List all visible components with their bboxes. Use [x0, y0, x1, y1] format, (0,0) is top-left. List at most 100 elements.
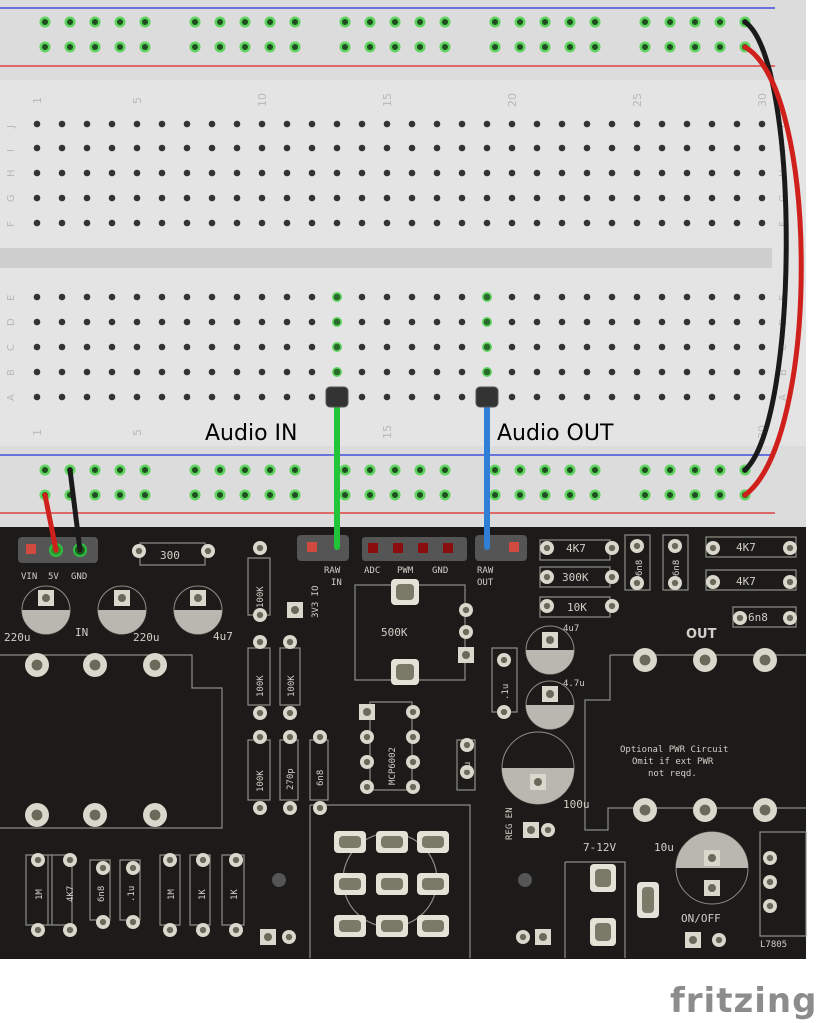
- breadboard-hole[interactable]: [433, 343, 441, 351]
- breadboard-hole[interactable]: [458, 144, 466, 152]
- breadboard-hole[interactable]: [708, 219, 716, 227]
- ground-wire[interactable]: [67, 467, 83, 553]
- ground-rail-wire[interactable]: [742, 19, 789, 473]
- breadboard-hole[interactable]: [308, 169, 316, 177]
- breadboard-hole[interactable]: [583, 169, 591, 177]
- breadboard-hole[interactable]: [733, 194, 741, 202]
- breadboard-hole[interactable]: [133, 219, 141, 227]
- breadboard-hole[interactable]: [58, 219, 66, 227]
- breadboard-hole[interactable]: [233, 194, 241, 202]
- breadboard-hole[interactable]: [358, 219, 366, 227]
- breadboard-hole[interactable]: [508, 393, 516, 401]
- breadboard-hole[interactable]: [458, 169, 466, 177]
- breadboard-hole[interactable]: [158, 293, 166, 301]
- 5v-power-wire[interactable]: [42, 492, 59, 553]
- breadboard-hole[interactable]: [233, 343, 241, 351]
- breadboard-hole[interactable]: [708, 144, 716, 152]
- breadboard-hole[interactable]: [83, 219, 91, 227]
- breadboard-hole[interactable]: [158, 120, 166, 128]
- breadboard-hole[interactable]: [383, 194, 391, 202]
- breadboard-hole[interactable]: [583, 219, 591, 227]
- breadboard-hole[interactable]: [583, 293, 591, 301]
- breadboard-hole[interactable]: [233, 393, 241, 401]
- breadboard-hole[interactable]: [633, 219, 641, 227]
- breadboard-hole[interactable]: [708, 393, 716, 401]
- breadboard-hole[interactable]: [83, 293, 91, 301]
- breadboard-hole[interactable]: [83, 169, 91, 177]
- breadboard-hole[interactable]: [733, 219, 741, 227]
- breadboard-hole[interactable]: [333, 194, 341, 202]
- breadboard-hole[interactable]: [258, 169, 266, 177]
- breadboard-hole[interactable]: [758, 368, 766, 376]
- breadboard-hole[interactable]: [33, 368, 41, 376]
- breadboard-hole[interactable]: [58, 368, 66, 376]
- breadboard-hole[interactable]: [108, 120, 116, 128]
- breadboard-hole[interactable]: [658, 318, 666, 326]
- breadboard-hole[interactable]: [483, 219, 491, 227]
- breadboard-hole[interactable]: [633, 169, 641, 177]
- breadboard-hole[interactable]: [133, 293, 141, 301]
- breadboard-hole[interactable]: [508, 219, 516, 227]
- breadboard-hole[interactable]: [508, 293, 516, 301]
- breadboard-hole[interactable]: [358, 169, 366, 177]
- breadboard-hole[interactable]: [408, 293, 416, 301]
- breadboard-hole[interactable]: [583, 120, 591, 128]
- breadboard-hole[interactable]: [758, 120, 766, 128]
- breadboard-hole[interactable]: [633, 318, 641, 326]
- breadboard-hole[interactable]: [383, 393, 391, 401]
- breadboard-hole[interactable]: [33, 318, 41, 326]
- breadboard-hole[interactable]: [758, 144, 766, 152]
- breadboard-hole[interactable]: [583, 393, 591, 401]
- breadboard-hole[interactable]: [508, 318, 516, 326]
- breadboard-hole[interactable]: [283, 368, 291, 376]
- breadboard-hole[interactable]: [383, 318, 391, 326]
- breadboard-hole[interactable]: [658, 293, 666, 301]
- breadboard-hole[interactable]: [333, 169, 341, 177]
- breadboard-hole[interactable]: [558, 393, 566, 401]
- breadboard-hole[interactable]: [108, 368, 116, 376]
- breadboard-hole[interactable]: [433, 219, 441, 227]
- breadboard-hole[interactable]: [583, 194, 591, 202]
- breadboard-hole[interactable]: [108, 393, 116, 401]
- breadboard-hole[interactable]: [758, 343, 766, 351]
- breadboard-hole[interactable]: [708, 318, 716, 326]
- breadboard-hole[interactable]: [683, 219, 691, 227]
- breadboard-hole[interactable]: [83, 393, 91, 401]
- breadboard-hole[interactable]: [358, 393, 366, 401]
- breadboard-hole[interactable]: [283, 318, 291, 326]
- breadboard-hole[interactable]: [208, 393, 216, 401]
- breadboard-hole[interactable]: [233, 293, 241, 301]
- breadboard-hole[interactable]: [158, 318, 166, 326]
- wire-end-audio-in[interactable]: [325, 386, 349, 408]
- breadboard-hole[interactable]: [158, 343, 166, 351]
- breadboard-hole[interactable]: [33, 169, 41, 177]
- breadboard-hole[interactable]: [658, 219, 666, 227]
- breadboard-hole[interactable]: [383, 343, 391, 351]
- breadboard-hole[interactable]: [558, 219, 566, 227]
- breadboard-hole[interactable]: [433, 393, 441, 401]
- breadboard-hole[interactable]: [358, 194, 366, 202]
- breadboard-hole[interactable]: [458, 393, 466, 401]
- breadboard-hole[interactable]: [158, 393, 166, 401]
- breadboard-hole[interactable]: [108, 219, 116, 227]
- breadboard-hole[interactable]: [658, 120, 666, 128]
- breadboard-hole[interactable]: [33, 144, 41, 152]
- breadboard-hole[interactable]: [558, 144, 566, 152]
- breadboard-hole[interactable]: [508, 120, 516, 128]
- breadboard-hole[interactable]: [733, 120, 741, 128]
- breadboard-hole[interactable]: [308, 393, 316, 401]
- breadboard-hole[interactable]: [333, 144, 341, 152]
- breadboard-hole[interactable]: [533, 169, 541, 177]
- breadboard-hole[interactable]: [483, 318, 491, 326]
- breadboard-hole[interactable]: [633, 120, 641, 128]
- breadboard-hole[interactable]: [333, 318, 341, 326]
- breadboard-hole[interactable]: [408, 120, 416, 128]
- breadboard-hole[interactable]: [658, 144, 666, 152]
- breadboard-hole[interactable]: [308, 293, 316, 301]
- breadboard-hole[interactable]: [533, 343, 541, 351]
- breadboard-hole[interactable]: [708, 120, 716, 128]
- breadboard-hole[interactable]: [458, 194, 466, 202]
- breadboard-hole[interactable]: [258, 368, 266, 376]
- breadboard-hole[interactable]: [458, 219, 466, 227]
- breadboard-hole[interactable]: [133, 120, 141, 128]
